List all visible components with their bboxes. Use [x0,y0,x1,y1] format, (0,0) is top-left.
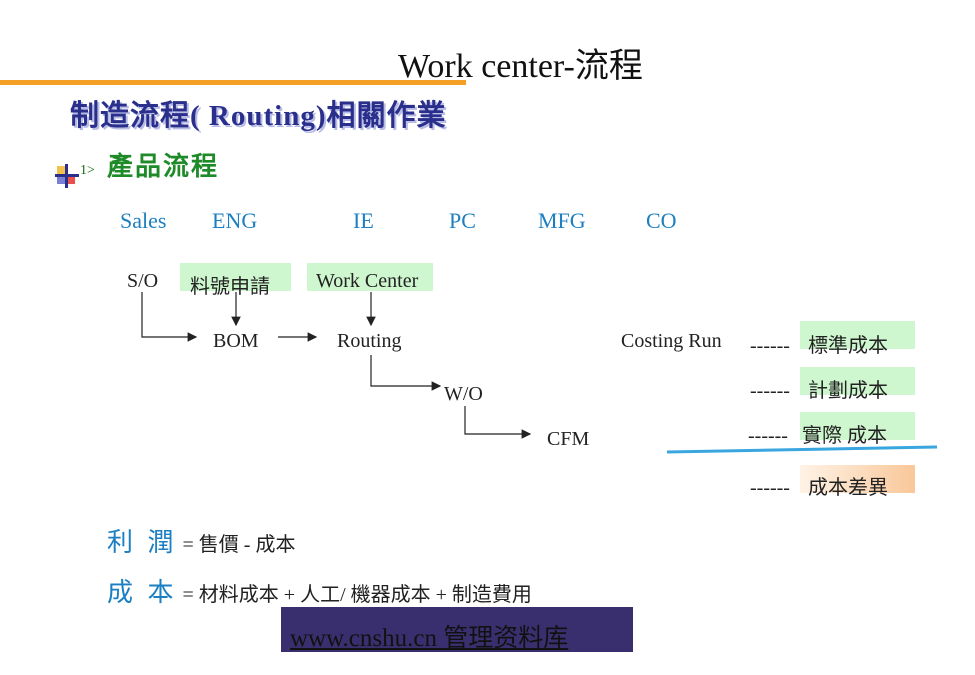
node-cfm: CFM [547,428,590,450]
cost-dash: ------ [748,425,788,447]
formula-cost: 成 本 = 材料成本 + 人工/ 機器成本 + 制造費用 [107,572,532,609]
step-number: 1> [80,163,95,178]
bullet-plus-icon [55,164,79,188]
formula-key: 利 潤 [107,528,178,557]
footer-banner [281,607,633,652]
dept-ie: IE [353,208,374,233]
cost-label: 計劃成本 [807,380,888,402]
title-underline [0,80,466,85]
node-bom: BOM [213,330,259,352]
dept-co: CO [646,208,677,233]
cost-dash: ------ [750,335,790,357]
node-wo: W/O [444,383,483,405]
formula-profit: 利 潤 = 售價 - 成本 [107,522,295,559]
section-heading: 制造流程( Routing)相關作業 [70,100,447,132]
formula-expr: = 售價 - 成本 [182,534,296,556]
cost-row-variance: ------ 成本差異 [750,471,902,500]
cost-row-planned: ------ 計劃成本 [750,374,902,403]
cost-label: 實際 成本 [801,425,887,447]
cost-dash: ------ [750,380,790,402]
cost-row-standard: ------ 標準成本 [750,329,902,358]
work-center-highlight [307,263,433,291]
page-title: Work center-流程 [398,48,643,85]
cost-label: 成本差異 [807,477,888,499]
variance-highlight [800,465,915,493]
cost-dash: ------ [750,477,790,499]
formula-key: 成 本 [107,578,178,607]
plan-cost-highlight [800,367,915,395]
dept-pc: PC [449,208,476,233]
std-cost-highlight [800,321,915,349]
part-no-highlight [180,263,291,291]
step-title: 產品流程 [107,152,220,181]
dept-mfg: MFG [538,208,586,233]
node-part-no-apply: 料號申請 [190,276,270,298]
actual-cost-highlight [800,412,915,440]
node-work-center: Work Center [316,270,419,292]
cost-label: 標準成本 [807,335,888,357]
formula-expr: = 材料成本 + 人工/ 機器成本 + 制造費用 [182,584,532,606]
dept-eng: ENG [212,208,258,233]
cost-row-actual: ------ 實際 成本 [748,419,901,448]
node-so: S/O [127,270,159,292]
footer-link[interactable]: www.cnshu.cn 管理资料库 [290,625,569,652]
node-costing-run: Costing Run [621,330,722,352]
dept-sales: Sales [120,208,167,233]
node-routing: Routing [337,330,402,352]
